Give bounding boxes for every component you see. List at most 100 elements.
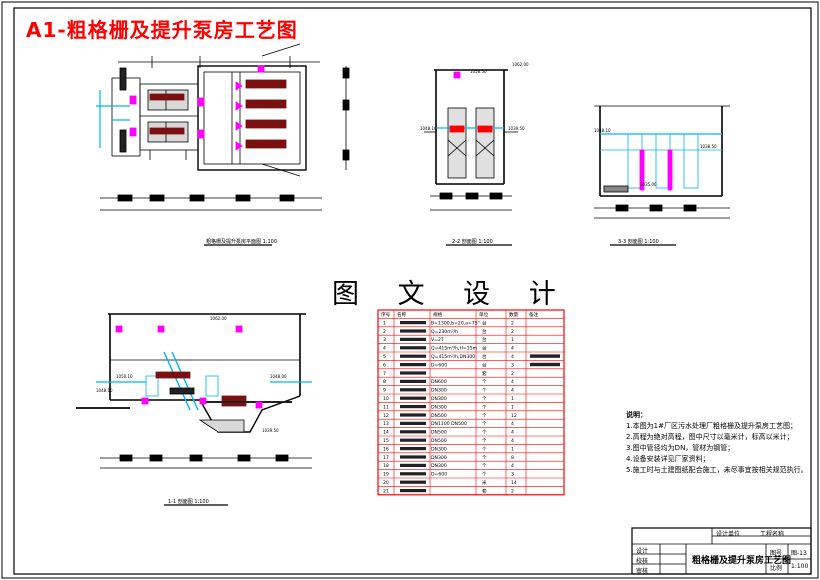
tb-designer: 设计 <box>636 548 649 555</box>
section-1-1-title: 1-1 剖面图 1:100 <box>168 498 209 505</box>
table-cell-qty: 3 <box>511 362 514 368</box>
table-cell-qty: 3 <box>511 472 514 478</box>
table-cell-name-bar <box>400 438 426 442</box>
s11-elev-top: 1062.00 <box>210 316 227 321</box>
table-cell-unit: 个 <box>482 396 487 402</box>
table-cell-name-bar <box>400 388 426 392</box>
tb-scale-label: 比例 <box>770 565 783 572</box>
table-cell-qty: 4 <box>511 430 514 436</box>
table-cell-name-bar <box>400 472 426 476</box>
table-cell-unit: 台 <box>482 353 487 360</box>
table-cell-name-bar <box>400 329 426 333</box>
table-cell-unit: 个 <box>482 446 487 452</box>
section-2-2-title: 2-2 剖面图 1:100 <box>452 238 493 245</box>
table-cell-name-bar <box>400 396 426 400</box>
table-cell-no: 8 <box>383 379 386 385</box>
table-cell-unit: 个 <box>482 421 487 427</box>
table-cell-qty: 4 <box>511 421 514 427</box>
table-cell-qty: 1 <box>511 446 514 452</box>
table-cell-unit: 套 <box>482 370 487 377</box>
table-cell-unit: 个 <box>482 455 487 461</box>
table-cell-spec: DN300 <box>431 455 447 461</box>
s22-elev-top: 1062.00 <box>512 62 529 67</box>
inner-frame <box>13 7 812 575</box>
table-cell-name-bar <box>400 455 426 459</box>
design-notes: 说明： 1.本图为1#厂区污水处理厂粗格栅及提升泵房工艺图； 2.高程为绝对高程… <box>626 410 806 476</box>
table-cell-spec: DN300 <box>431 404 447 410</box>
table-cell-spec: V=2T <box>431 337 444 343</box>
table-cell-qty: 1 <box>511 337 514 343</box>
table-cell-unit: 台 <box>482 336 487 343</box>
table-header-cell: 序号 <box>381 311 391 318</box>
table-cell-no: 18 <box>383 463 389 469</box>
table-cell-spec: DN500 <box>431 430 447 436</box>
table-cell-spec: DN300 <box>431 463 447 469</box>
table-cell-no: 2 <box>383 329 386 335</box>
section-2-2 <box>424 69 518 246</box>
table-cell-no: 6 <box>383 362 386 368</box>
table-cell-name-bar <box>400 405 426 409</box>
table-cell-qty: 1 <box>511 404 514 410</box>
tb-no-label: 图号 <box>770 550 783 557</box>
table-cell-spec: DN1100 DN500 <box>431 421 467 427</box>
table-cell-name-bar <box>400 371 426 375</box>
table-cell-spec: DN300 <box>431 396 447 402</box>
s22-elev-sub: 1058.50 <box>470 69 487 74</box>
table-cell-name-bar <box>400 489 426 493</box>
table-header-cell: 名称 <box>397 311 407 318</box>
watermark-label: 图 文 设 计 <box>332 279 571 310</box>
table-cell-name-bar <box>400 354 426 358</box>
table-cell-no: 16 <box>383 446 389 452</box>
table-cell-unit: 个 <box>482 438 487 444</box>
tb-drawing-name: 粗格栅及提升泵房工艺图 <box>692 556 792 566</box>
table-cell-qty: 4 <box>511 388 514 394</box>
table-cell-name-bar <box>400 321 426 325</box>
tb-scale-value: 1:100 <box>791 563 809 570</box>
table-cell-no: 15 <box>383 438 389 444</box>
table-cell-qty: 8 <box>511 455 514 461</box>
table-cell-spec: B=1300,b=20,a=75° <box>431 320 480 326</box>
table-cell-no: 20 <box>383 480 389 486</box>
tb-no-value: 图-13 <box>791 550 807 557</box>
drawing-title: A1-粗格栅及提升泵房工艺图 <box>26 18 298 42</box>
table-cell-qty: 12 <box>511 413 517 419</box>
s11-elev-d: 1039.50 <box>262 428 279 433</box>
table-cell-qty: 2 <box>511 320 514 326</box>
table-cell-unit: 台 <box>482 328 487 335</box>
section-3-3-title: 3-3 剖面图 1:100 <box>618 238 659 245</box>
table-cell-spec: D=600 <box>431 472 447 478</box>
table-header-cell: 规格 <box>433 311 443 318</box>
table-cell-no: 17 <box>383 455 389 461</box>
table-cell-spec: D=600 <box>431 362 447 368</box>
table-cell-remark-bar <box>530 354 560 358</box>
table-cell-unit: 台 <box>482 319 487 326</box>
table-cell-spec: Q=415m³/h,DN300 <box>431 354 475 360</box>
table-cell-name-bar <box>400 447 426 451</box>
plan-view <box>96 43 350 246</box>
s33-elev-a: 1048.10 <box>594 128 611 133</box>
table-cell-no: 4 <box>383 346 386 352</box>
table-cell-no: 12 <box>383 413 389 419</box>
s22-elev-left: 1048.10 <box>420 126 437 131</box>
table-cell-unit: 个 <box>482 472 487 478</box>
tb-approver: 审核 <box>636 568 649 575</box>
table-cell-spec: DN500 <box>431 413 447 419</box>
plan-view-title: 粗格栅及提升泵房平面图 1:100 <box>206 238 277 245</box>
table-cell-qty: 4 <box>511 438 514 444</box>
table-cell-no: 5 <box>383 354 386 360</box>
tb-checker: 校核 <box>636 558 649 565</box>
table-cell-unit: 个 <box>482 463 487 469</box>
table-cell-name-bar <box>400 379 426 383</box>
table-cell-no: 11 <box>383 404 389 410</box>
table-cell-unit: 套 <box>482 487 487 494</box>
table-cell-name-bar <box>400 346 426 350</box>
table-cell-unit: 个 <box>482 379 487 385</box>
table-cell-spec: Q=230m³/h <box>431 329 458 335</box>
table-header-cell: 数量 <box>509 311 519 318</box>
table-cell-name-bar <box>400 463 426 467</box>
s33-elev-b: 1038.50 <box>700 144 717 149</box>
table-cell-remark-bar <box>530 362 560 367</box>
